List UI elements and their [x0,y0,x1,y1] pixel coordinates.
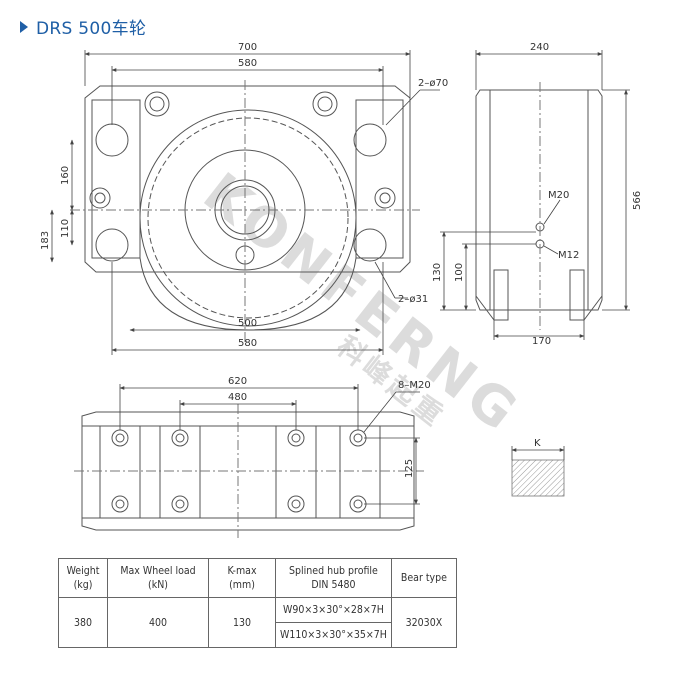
bolt-5 [111,495,129,513]
table-header-row: Weight(kg) Max Wheel load(kN) K-max(mm) … [58,558,457,598]
dim-100: 100 [454,263,465,282]
side-view [475,82,603,330]
page-title: DRS 500车轮 [20,14,146,39]
cell-kmax: 130 [208,597,276,648]
bottom-dimensions [119,384,420,505]
bolt-1 [111,429,129,447]
front-dimensions [50,50,440,355]
side-dim-text: 240 566 130 100 170 M20 M12 [432,42,643,347]
bottom-dim-text: 620 480 125 8–M20 [228,376,431,478]
wheel-outer-circle [139,109,357,327]
bolt-6 [171,495,189,513]
bottom-view [74,404,424,538]
label-8-m20: 8–M20 [398,380,431,391]
spec-table: Weight(kg) Max Wheel load(kN) K-max(mm) … [58,558,457,648]
dim-130: 130 [432,263,443,282]
cell-spline-1: W90×3×30°×28×7H [275,597,392,623]
cell-bearing: 32030X [390,597,457,648]
front-inner-outline [91,99,141,259]
bolt-2 [171,429,189,447]
dim-170: 170 [532,336,551,347]
side-dimensions [440,50,630,340]
bolt-3 [287,429,305,447]
dim-620: 620 [228,376,247,387]
table-row: 380 400 130 W90×3×30°×28×7H 32030X [58,597,457,648]
side-body-outline [475,89,603,311]
title-text: DRS 500车轮 [36,19,147,39]
front-body-outline [84,85,411,273]
hole-70-left [95,123,129,157]
cell-weight: 380 [58,597,108,648]
top-bolt-left [144,91,170,117]
cell-load: 400 [107,597,209,648]
dim-240: 240 [530,42,549,53]
dim-500: 500 [238,318,257,329]
dim-183: 183 [40,231,51,250]
front-view [70,80,420,345]
front-dim-text: 700 580 500 580 160 110 183 2–ø70 2–ø31 [40,42,448,349]
hole-70-right [353,123,387,157]
bolt-7 [287,495,305,513]
dim-480: 480 [228,392,247,403]
header-weight: Weight(kg) [58,558,108,598]
dim-580-top: 580 [238,58,257,69]
dim-125: 125 [404,459,415,478]
bolt-4 [349,429,367,447]
label-m20: M20 [548,190,569,201]
table-row: W110×3×30°×35×7H [59,622,457,648]
header-kmax: K-max(mm) [208,558,276,598]
header-bearing: Bear type [390,558,457,598]
dim-110: 110 [60,219,71,238]
top-bolt-right [312,91,338,117]
bolt-8 [349,495,367,513]
header-load: Max Wheel load(kN) [107,558,209,598]
label-holes-31: 2–ø31 [398,294,428,305]
label-m12: M12 [558,250,579,261]
title-arrow-icon [20,20,28,33]
dim-566: 566 [632,191,643,210]
label-holes-70: 2–ø70 [418,78,448,89]
k-symbol: K [511,438,565,497]
k-label: K [534,438,541,449]
hole-31-right [353,228,387,262]
cell-spline-2: W110×3×30°×35×7H [275,622,392,648]
dim-580-bottom: 580 [238,338,257,349]
dim-700: 700 [238,42,257,53]
dim-160: 160 [60,166,71,185]
bottom-body-outline [81,411,415,531]
